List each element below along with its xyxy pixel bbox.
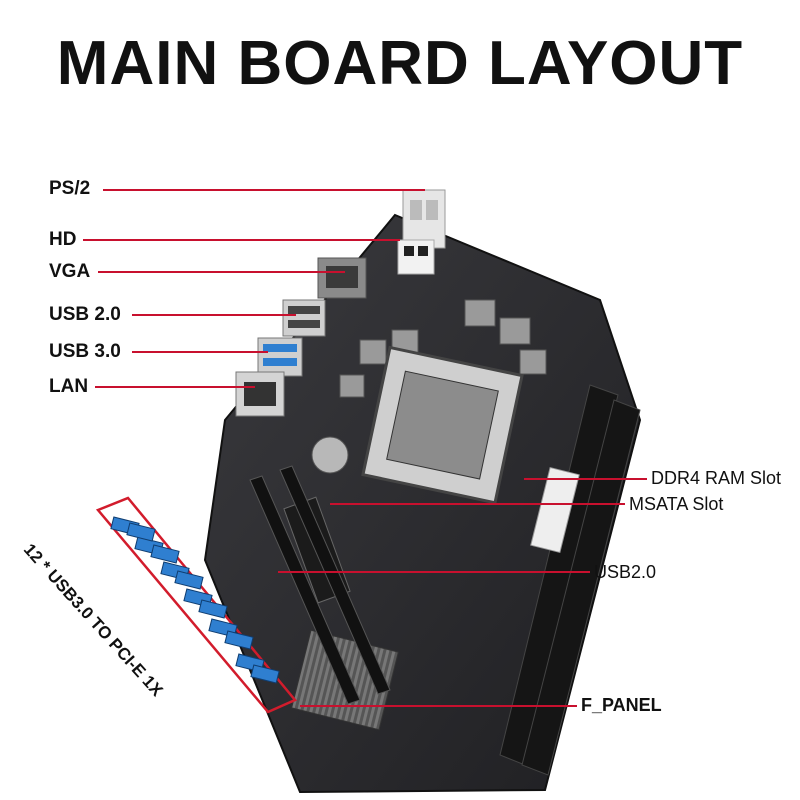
page-title: MAIN BOARD LAYOUT — [56, 29, 744, 98]
hd-port — [397, 239, 435, 275]
label-usb2: USB2.0 — [594, 562, 657, 582]
label-ddr4-ram-slot: DDR4 RAM Slot — [651, 468, 782, 488]
label-msata-slot: MSATA Slot — [629, 494, 724, 514]
usb20-port — [282, 299, 326, 337]
usb30-port — [257, 337, 303, 377]
vrm-components — [339, 299, 547, 398]
label-vga: VGA — [49, 261, 91, 282]
cmos-battery — [311, 436, 349, 474]
usb-pcie-highlight-box — [95, 496, 298, 714]
usb30-pcie-ports — [110, 516, 280, 684]
label-lan: LAN — [49, 376, 89, 397]
label-ps2: PS/2 — [49, 178, 91, 199]
atx-power — [530, 466, 580, 554]
label-usb20: USB 2.0 — [49, 304, 121, 325]
label-usb30: USB 3.0 — [49, 341, 121, 362]
label-hd: HD — [49, 229, 77, 250]
pcie-slots — [249, 465, 391, 705]
leader-lines — [83, 189, 647, 707]
ps2-port — [402, 189, 446, 249]
label-f-panel: F_PANEL — [581, 695, 662, 715]
